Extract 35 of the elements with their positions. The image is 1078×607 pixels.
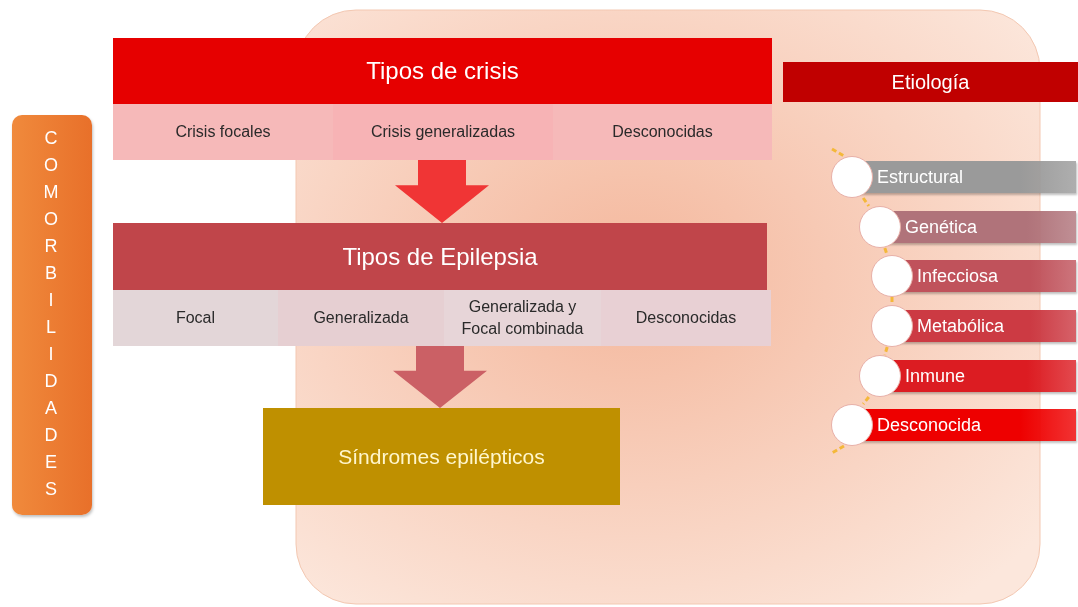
dotted-connector <box>831 444 845 455</box>
etiology-item <box>831 156 1076 198</box>
etiology-item <box>871 255 1076 297</box>
item-label: Genética <box>905 217 978 237</box>
dotted-connector <box>890 297 894 305</box>
category-cell: Generalizada <box>278 290 444 346</box>
category-cell: Focal <box>113 290 278 346</box>
dotted-connector <box>883 346 889 356</box>
dotted-connector <box>862 396 870 405</box>
block-title: Tipos de Epilepsia <box>342 242 538 271</box>
comorbidity-bar <box>12 115 92 515</box>
title-box: Etiología <box>783 62 1078 102</box>
dotted-connector <box>831 147 845 158</box>
dotted-connector <box>883 247 889 256</box>
item-label: Desconocida <box>877 415 982 435</box>
category-cell: Desconocidas <box>601 290 771 346</box>
item-label: Inmune <box>905 366 966 386</box>
category-cell: Generalizada y Focal combinada <box>444 290 601 346</box>
item-label: Infecciosa <box>917 266 999 286</box>
etiology-item <box>859 355 1076 397</box>
title-box: Síndromes epilépticos <box>263 408 620 505</box>
block-arrow <box>395 160 489 223</box>
etiology-item <box>831 404 1076 446</box>
vertical-label: COMORBILIDADES <box>43 127 61 501</box>
category-cell: Crisis generalizadas <box>333 104 553 160</box>
block-title: Tipos de crisis <box>366 57 519 85</box>
category-cell: Crisis focales <box>113 104 333 160</box>
header-band <box>113 38 772 160</box>
etiology-item <box>859 206 1076 248</box>
category-cell: Desconocidas <box>553 104 772 160</box>
item-label: Metabólica <box>917 316 1005 336</box>
block-arrow <box>393 346 487 408</box>
etiology-item <box>871 305 1076 347</box>
item-label: Estructural <box>877 167 964 187</box>
dotted-connector <box>861 197 871 207</box>
